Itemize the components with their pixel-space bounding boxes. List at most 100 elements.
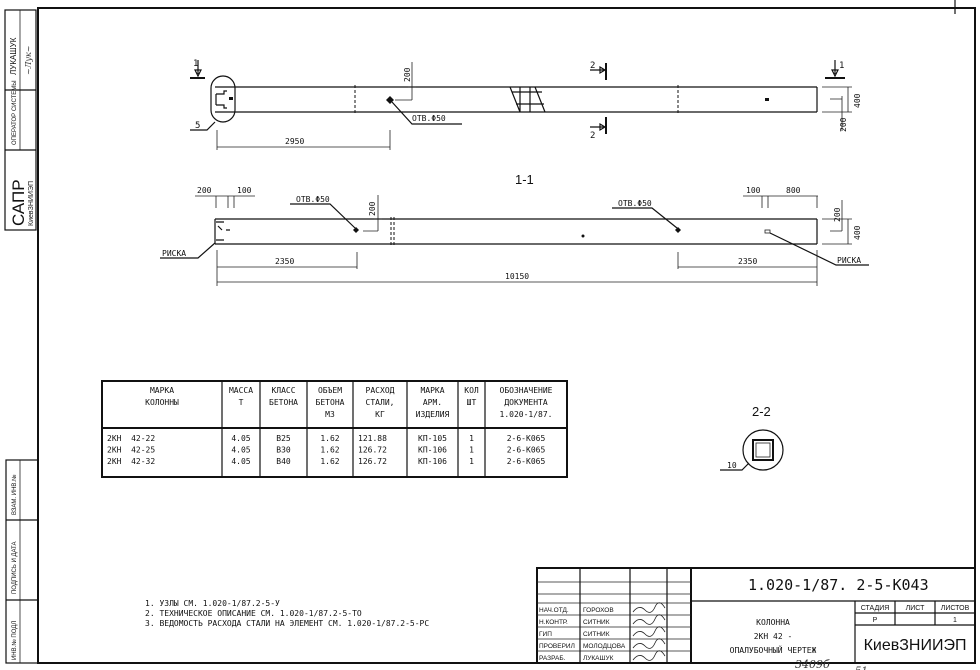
table-header-cell: ШТ — [467, 398, 477, 407]
note-3: 3. ВЕДОМОСТЬ РАСХОДА СТАЛИ НА ЭЛЕМЕНТ СМ… — [145, 619, 429, 628]
side-stamp-top: ЛУКАШУК ~Лук~ ОПЕРАТОР СИСТЕМЫ САПР Киев… — [4, 9, 37, 231]
sheet-frame — [37, 0, 976, 664]
signature-role: Н.КОНТР. — [539, 619, 568, 626]
system-name: САПР — [9, 179, 28, 226]
handwritten-signature — [632, 626, 666, 637]
dim-400: 400 — [853, 225, 862, 240]
table-header-cell: ДОКУМЕНТА — [504, 398, 548, 407]
signature-name: ЛУКАШУК — [583, 655, 614, 662]
hole-label-left: ОТВ.Φ50 — [296, 195, 330, 204]
table-cell: 1.62 — [320, 434, 339, 443]
note-1: 1. УЗЛЫ СМ. 1.020-1/87.2-5-У — [145, 599, 280, 608]
signature-name: МОЛОДЦОВА — [583, 643, 626, 650]
section-1-1: 1-1 ОТВ.Φ50 ОТВ.Φ50 РИСКА РИСКА 200 100 … — [160, 172, 869, 286]
table-header-cell: МАССА — [229, 386, 253, 395]
dim-200-right: 200 — [833, 207, 842, 222]
section-2-2-title: 2-2 — [752, 404, 771, 419]
dim-10150: 10150 — [505, 272, 529, 281]
table-cell: 1 — [469, 457, 474, 466]
detail-callout-oval — [210, 75, 236, 123]
table-header-cell: БЕТОНА — [316, 398, 345, 407]
table-cell: 4.05 — [231, 446, 250, 455]
plan-view: 1 1 2 2 5 ОТВ.Φ50 200 2950 400 200 — [190, 59, 862, 150]
mark-label-right: РИСКА — [837, 256, 861, 265]
dim-100-left: 100 — [237, 186, 252, 195]
table-cell: 2-6-К065 — [507, 446, 546, 455]
table-cell: 2-6-К065 — [507, 457, 546, 466]
table-cell: 2КН 42-32 — [107, 457, 155, 466]
handwritten-signature — [632, 602, 666, 613]
organization: КиевЗНИИЭП — [864, 637, 967, 654]
dim-200-right: 200 — [839, 117, 848, 132]
table-cell: 2КН 42-22 — [107, 434, 155, 443]
sheets-label: ЛИСТОВ — [941, 605, 970, 612]
author-signature: ~Лук~ — [24, 46, 33, 76]
table-cell: В40 — [276, 457, 291, 466]
stage-label: СТАДИЯ — [861, 605, 890, 612]
notes: 1. УЗЛЫ СМ. 1.020-1/87.2-5-У 2. ТЕХНИЧЕС… — [145, 599, 429, 628]
table-header-cell: КЛАСС — [271, 386, 295, 395]
inv-orig-label: ИНВ.№ ПОДЛ — [11, 621, 18, 660]
table-header-cell: РАСХОД — [366, 386, 395, 395]
table-cell: КП-105 — [418, 434, 447, 443]
table-header-cell: МАРКА — [150, 386, 174, 395]
table-header-cell: КОЛ — [464, 386, 479, 395]
hole-label-right: ОТВ.Φ50 — [618, 199, 652, 208]
section-2-label-bottom: 2 — [590, 131, 595, 141]
table-cell: КП-106 — [418, 446, 447, 455]
title-line-1: КОЛОННА — [756, 618, 790, 627]
section-2-2: 2-2 10 — [720, 404, 784, 471]
dim-200-mid: 200 — [368, 201, 377, 216]
mark-label-left: РИСКА — [162, 249, 186, 258]
dim-200-left: 200 — [197, 186, 212, 195]
table-cell: В25 — [276, 434, 291, 443]
signature-role: НАЧ.ОТД. — [539, 607, 569, 614]
section-2-label-top: 2 — [590, 61, 595, 71]
inv-dup-label: ВЗАМ. ИНВ.№ — [11, 474, 18, 515]
table-header-cell: КГ — [375, 410, 385, 419]
dim-100-right: 100 — [746, 186, 761, 195]
title-block: 1.020-1/87. 2-5-К043 НАЧ.ОТД.ГОРОХОВН.КО… — [536, 567, 976, 664]
table-header-cell: СТАЛИ, — [366, 398, 395, 407]
handwritten-signature — [632, 650, 666, 661]
signature-name: СИТНИК — [583, 631, 610, 638]
signature-role: ПРОВЕРИЛ — [539, 643, 575, 650]
dim-400: 400 — [853, 93, 862, 108]
opening-hatch — [509, 86, 546, 113]
table-cell: В30 — [276, 446, 291, 455]
handwritten-signature — [632, 614, 666, 625]
table-header-cell: 1.020-1/87. — [500, 410, 553, 419]
sheet-label: ЛИСТ — [906, 605, 925, 612]
table-cell: 2-6-К065 — [507, 434, 546, 443]
table-cell: 1.62 — [320, 457, 339, 466]
table-cell: 1 — [469, 434, 474, 443]
section-1-1-title: 1-1 — [515, 172, 534, 187]
signature-name: СИТНИК — [583, 619, 610, 626]
section-1-label-left: 1 — [193, 59, 198, 69]
callout-5: 5 — [195, 121, 200, 131]
table-cell: 1 — [469, 446, 474, 455]
table-cell: 126.72 — [358, 457, 387, 466]
note-2: 2. ТЕХНИЧЕСКОЕ ОПИСАНИЕ СМ. 1.020-1/87.2… — [145, 609, 362, 618]
footer: 3409б 51 — [795, 658, 868, 670]
table-header-cell: ИЗДЕЛИЯ — [416, 410, 450, 419]
handwritten-signature — [632, 638, 666, 649]
doc-code: 1.020-1/87. 2-5-К043 — [748, 576, 929, 594]
sheets-value: 1 — [953, 617, 957, 624]
dim-2350-right: 2350 — [738, 257, 757, 266]
table-cell: 4.05 — [231, 434, 250, 443]
table-header-cell: Т — [239, 398, 244, 407]
operator-label: ОПЕРАТОР СИСТЕМЫ — [12, 80, 18, 145]
title-line-2: 2КН 42 - — [754, 632, 793, 641]
table-cell: 126.72 — [358, 446, 387, 455]
dim-2350-left: 2350 — [275, 257, 294, 266]
system-org: КиевЗНИИЭП — [28, 181, 35, 226]
dim-2950: 2950 — [285, 137, 304, 146]
spec-table: МАРКАКОЛОННЫМАССАТКЛАССБЕТОНАОБЪЕМБЕТОНА… — [101, 380, 568, 478]
table-header-cell: КОЛОННЫ — [145, 398, 179, 407]
dim-800: 800 — [786, 186, 801, 195]
table-header-cell: ОБОЗНАЧЕНИЕ — [500, 386, 553, 395]
section-1-label-right: 1 — [839, 61, 844, 71]
signature-role: ГИП — [539, 631, 552, 638]
